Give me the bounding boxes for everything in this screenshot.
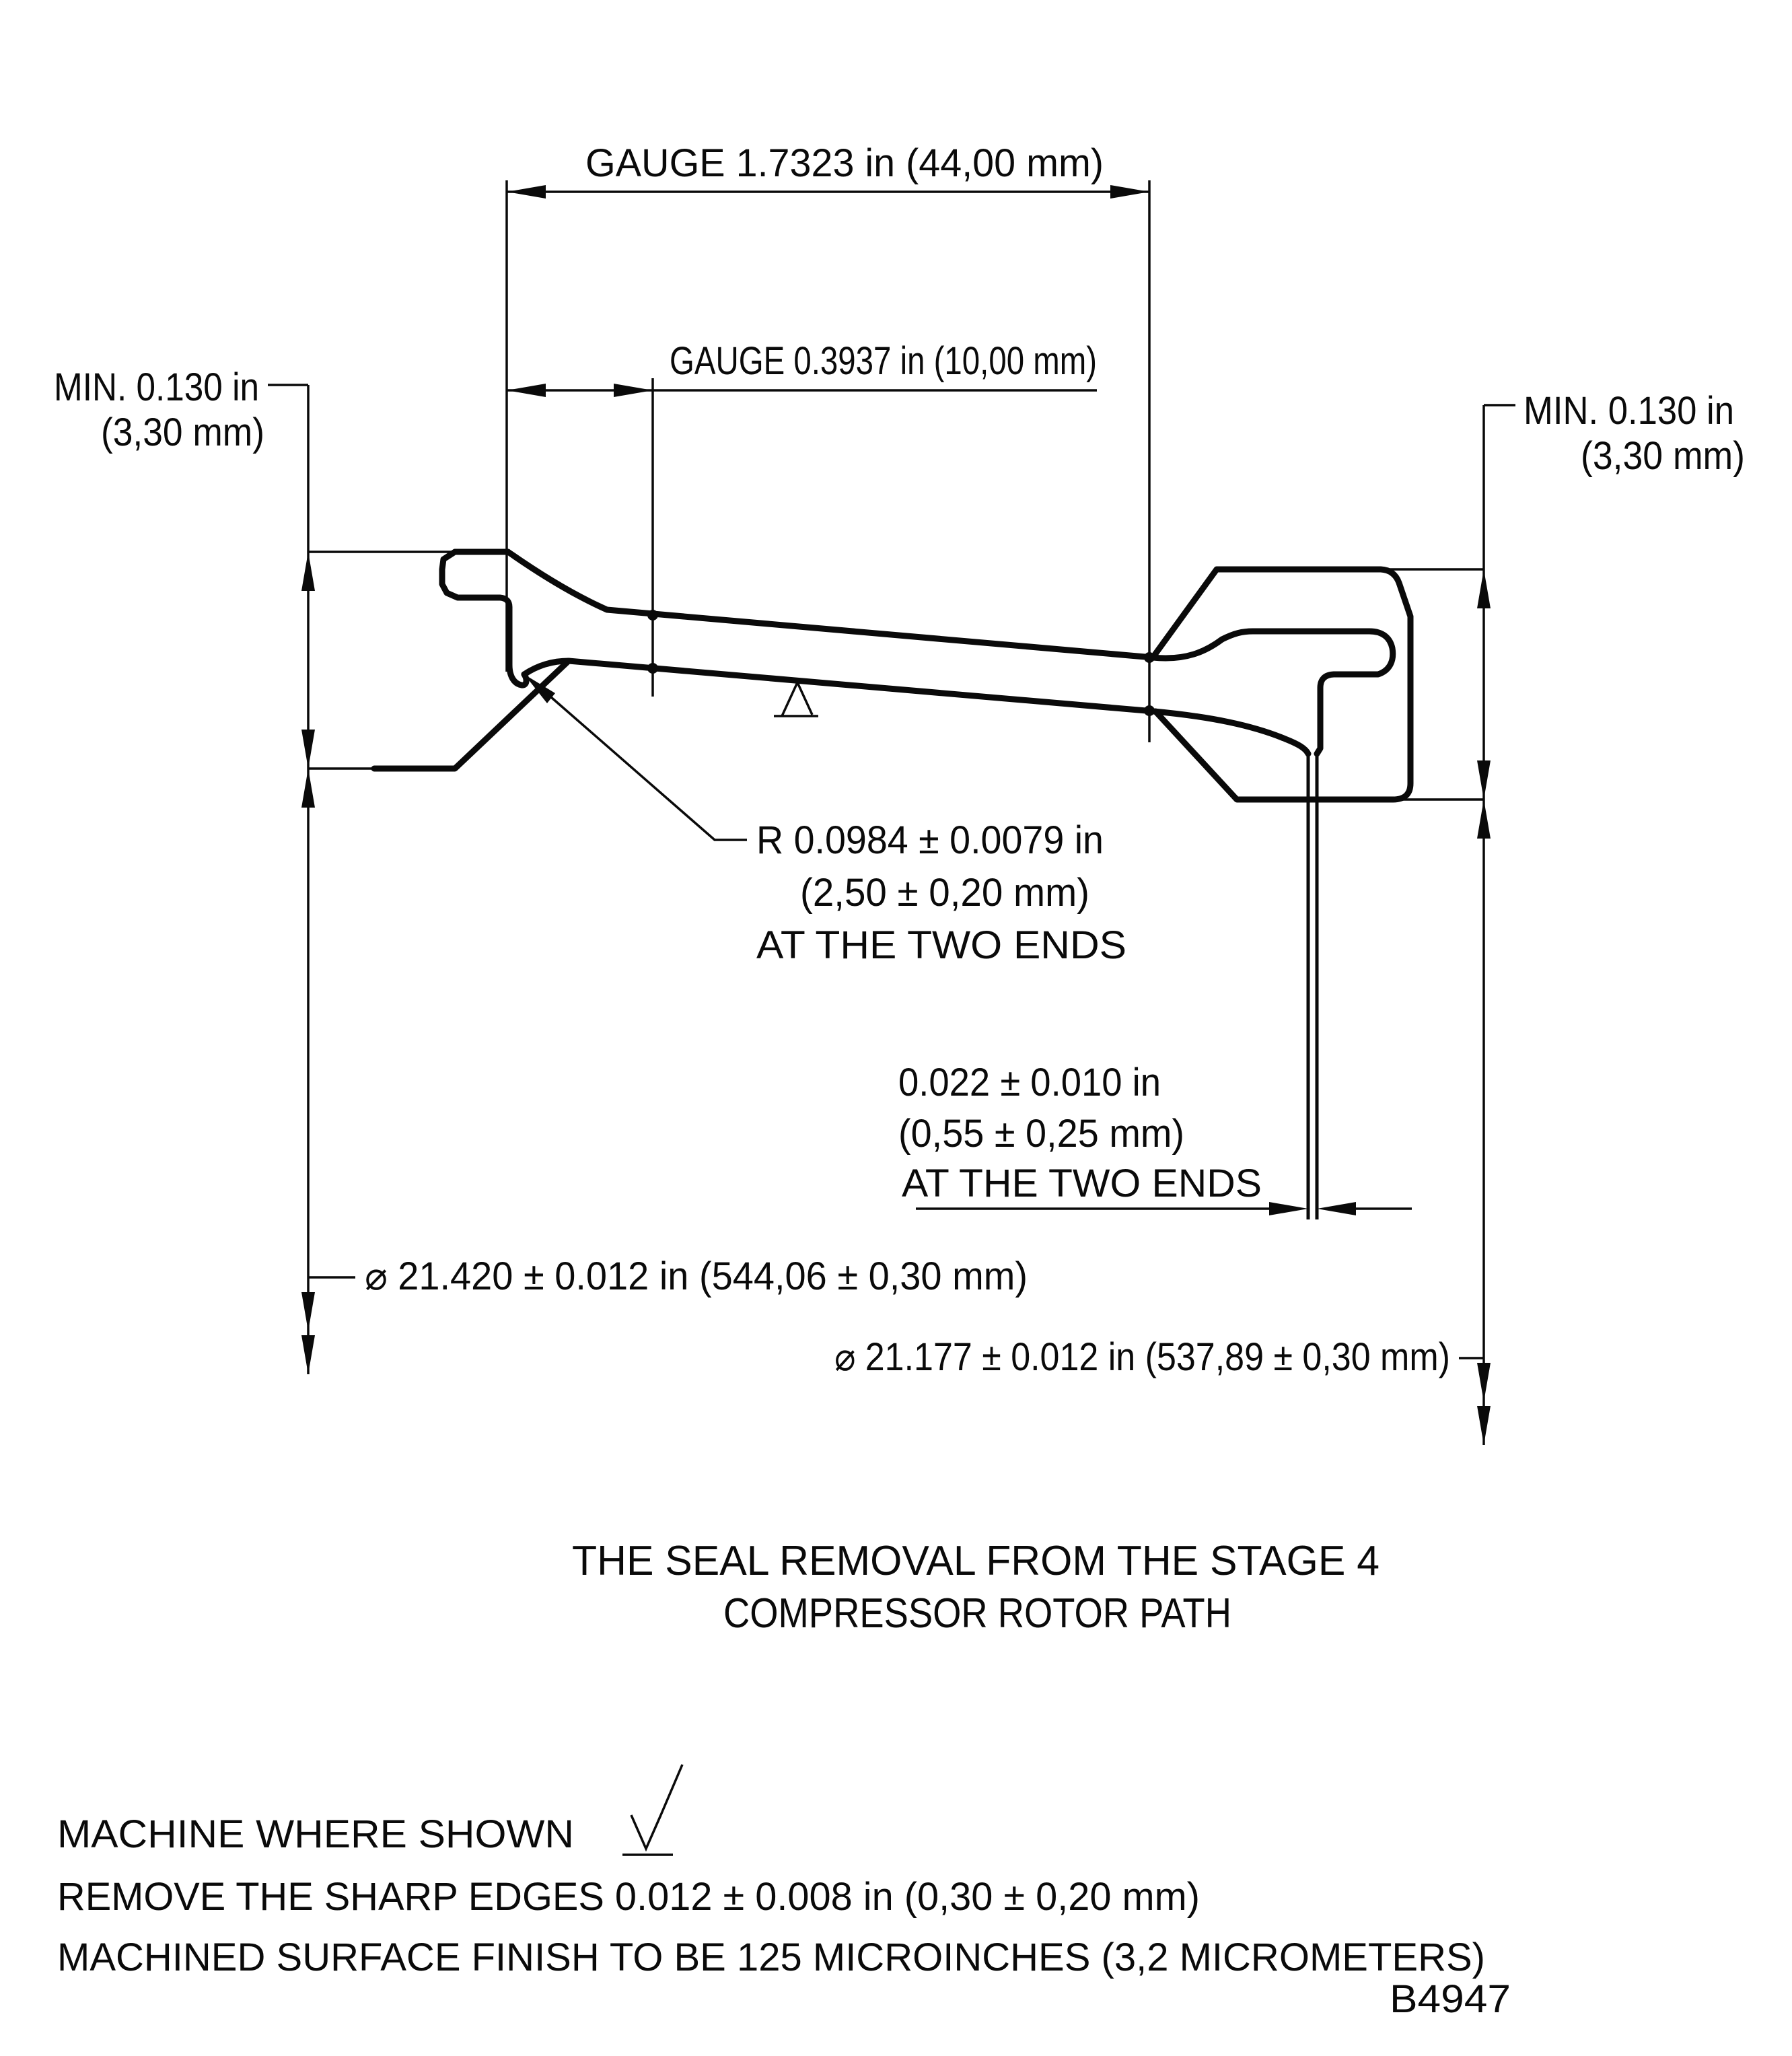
arrow-down-icon <box>301 1292 315 1331</box>
arrow-left-icon <box>507 185 546 199</box>
arrow-down-icon <box>1477 1363 1491 1402</box>
note-machine-where-shown: MACHINE WHERE SHOWN <box>57 1812 574 1856</box>
title-line1: THE SEAL REMOVAL FROM THE STAGE 4 <box>572 1538 1379 1584</box>
gauge-point-dot <box>647 610 658 621</box>
arrow-up-icon <box>301 552 315 591</box>
left-min-label-line2: (3,30 mm) <box>101 411 264 454</box>
arrow-left-icon <box>1317 1202 1356 1215</box>
title-line2: COMPRESSOR ROTOR PATH <box>723 1590 1231 1637</box>
dimension-left-min-and-outer-dia: MIN. 0.130 in (3,30 mm) ⌀ 21.420 ± 0.012… <box>54 365 1028 1374</box>
radius-leader <box>550 696 747 841</box>
outer-diameter-label: ⌀ 21.420 ± 0.012 in (544,06 ± 0,30 mm) <box>365 1254 1028 1298</box>
dimension-right-min-and-inner-dia: MIN. 0.130 in (3,30 mm) ⌀ 21.177 ± 0.012… <box>834 389 1745 1445</box>
callout-radius: R 0.0984 ± 0.0079 in (2,50 ± 0,20 mm) AT… <box>524 674 1126 967</box>
part-left-bottom-edge <box>371 658 572 772</box>
web-label-line2: (0,55 ± 0,25 mm) <box>898 1112 1184 1156</box>
note-surface-finish: MACHINED SURFACE FINISH TO BE 125 MICROI… <box>57 1936 1485 1979</box>
gauge-point-dot <box>1144 705 1155 716</box>
dimension-gauge-10: GAUGE 0.3937 in (10,00 mm) <box>507 339 1155 716</box>
arrow-diagonal-icon <box>524 674 555 703</box>
dimension-gauge-44: GAUGE 1.7323 in (44,00 mm) <box>505 141 1151 742</box>
surface-finish-symbol-icon <box>622 1764 684 1856</box>
arrow-right-icon <box>1269 1202 1308 1215</box>
radius-label-line1: R 0.0984 ± 0.0079 in <box>756 818 1104 862</box>
web-label-line1: 0.022 ± 0.010 in <box>898 1061 1161 1104</box>
arrow-left-icon <box>507 384 546 397</box>
right-min-label-line2: (3,30 mm) <box>1581 434 1745 478</box>
drawing-number: B4947 <box>1390 1977 1511 2021</box>
arrow-down-icon <box>1477 760 1491 800</box>
arrow-up-icon <box>1477 569 1491 608</box>
arrow-right-icon <box>1110 185 1149 199</box>
machining-symbol-icon <box>774 679 818 717</box>
note-remove-sharp-edges: REMOVE THE SHARP EDGES 0.012 ± 0.008 in … <box>57 1875 1200 1919</box>
right-min-label-line1: MIN. 0.130 in <box>1524 389 1734 433</box>
part-lower-slant <box>521 658 1312 757</box>
part-upper-slant <box>505 548 1225 662</box>
arrow-up-icon <box>1477 800 1491 839</box>
part-right-hook <box>1219 628 1396 757</box>
gauge-point-dot <box>1144 652 1155 663</box>
callout-web-thickness: 0.022 ± 0.010 in (0,55 ± 0,25 mm) AT THE… <box>898 1061 1412 1215</box>
part-right-block <box>1149 566 1414 803</box>
left-min-label-line1: MIN. 0.130 in <box>54 365 259 409</box>
arrow-right-icon <box>614 384 653 397</box>
radius-label-line3: AT THE TWO ENDS <box>756 923 1126 967</box>
arrow-down-icon <box>1477 1406 1491 1445</box>
part-left-hook <box>439 548 530 688</box>
radius-label-line2: (2,50 ± 0,20 mm) <box>800 871 1089 915</box>
gauge-point-dot <box>647 663 658 674</box>
web-label-line3: AT THE TWO ENDS <box>902 1162 1262 1205</box>
arrow-down-icon <box>301 1335 315 1374</box>
drawing-notes: MACHINE WHERE SHOWN REMOVE THE SHARP EDG… <box>57 1764 1511 2021</box>
drawing-title: THE SEAL REMOVAL FROM THE STAGE 4 COMPRE… <box>572 1538 1379 1637</box>
gauge-44-label: GAUGE 1.7323 in (44,00 mm) <box>585 141 1104 185</box>
arrow-up-icon <box>301 769 315 808</box>
arrow-down-icon <box>301 730 315 769</box>
gauge-10-label: GAUGE 0.3937 in (10,00 mm) <box>670 339 1097 383</box>
inner-diameter-label: ⌀ 21.177 ± 0.012 in (537,89 ± 0,30 mm) <box>834 1335 1450 1379</box>
